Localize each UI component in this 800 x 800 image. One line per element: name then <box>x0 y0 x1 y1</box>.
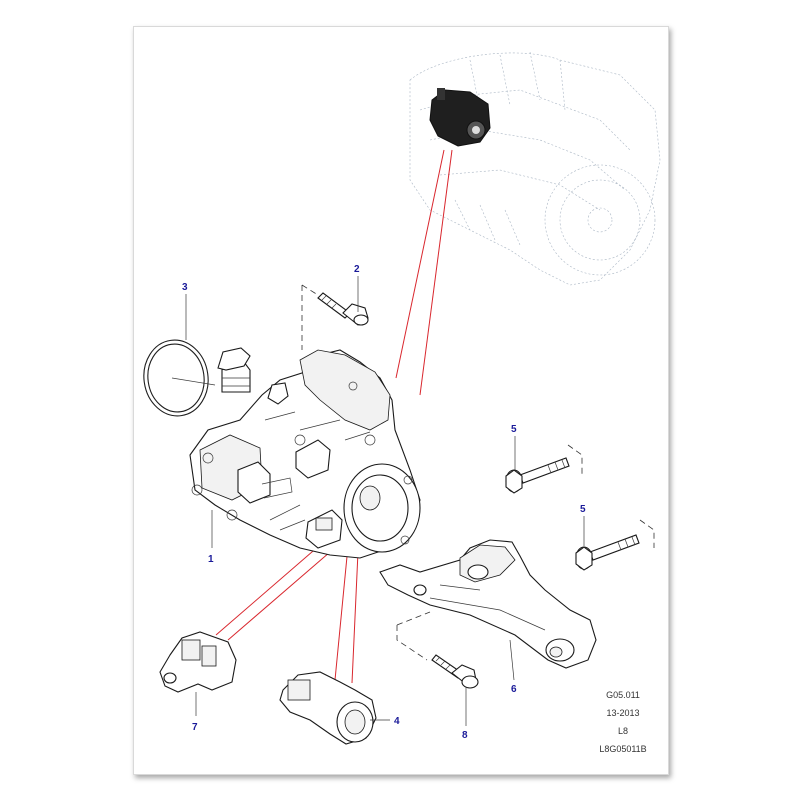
callout-2: 2 <box>354 264 360 275</box>
callout-4: 4 <box>394 716 400 727</box>
bracket-bolt-lower <box>575 534 640 571</box>
callout-5-upper: 5 <box>511 424 517 435</box>
o-ring-seal <box>143 339 216 417</box>
engine-context-sketch <box>409 51 661 286</box>
callout-5-lower: 5 <box>580 504 586 515</box>
pump-bolt <box>317 292 369 326</box>
pump-location-highlight <box>429 88 491 147</box>
callout-leaders <box>185 276 585 546</box>
fuel-metering-valve <box>279 671 390 745</box>
callout-6: 6 <box>511 684 517 695</box>
alignment-dashes <box>301 284 655 661</box>
fuel-pressure-sensor <box>159 631 237 716</box>
callout-3: 3 <box>182 282 188 293</box>
drawing-id: L8G05011B <box>599 744 647 754</box>
high-pressure-fuel-pump <box>189 347 421 559</box>
reference-variant: L8 <box>617 726 628 736</box>
reference-code: G05.011 <box>606 690 640 700</box>
callout-8: 8 <box>462 730 468 741</box>
pump-mounting-bracket <box>379 539 597 681</box>
reference-date: 13-2013 <box>606 708 640 718</box>
callout-labels: 3 2 1 5 5 6 7 4 8 <box>182 264 586 741</box>
callout-7: 7 <box>192 722 198 733</box>
callout-1: 1 <box>208 554 214 565</box>
bracket-bolt-upper <box>505 457 570 494</box>
bracket-fixing-bolt <box>431 654 479 726</box>
